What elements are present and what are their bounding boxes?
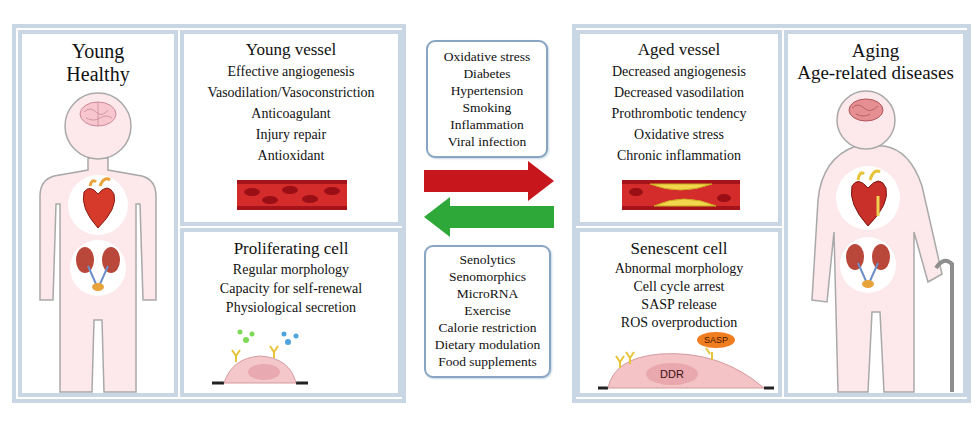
list-item: Age-related diseases (791, 62, 960, 84)
list-item: Capacity for self-renewal (187, 279, 395, 298)
list-item: Senolytics (429, 251, 546, 268)
box-heading: Aging (791, 40, 960, 62)
proliferating-cell (212, 330, 308, 384)
list-item: Viral infection (431, 133, 543, 150)
box-heading: Senescent cell (583, 238, 775, 260)
list-item: Oxidative stress (583, 124, 775, 145)
box-heading: Young Healthy (48, 40, 148, 86)
group-frame (574, 26, 969, 401)
side-panel: AgingAge-related diseases (784, 30, 967, 397)
list-item: ROS overproduction (583, 314, 775, 332)
list-item: Antioxidant (187, 145, 395, 166)
list-item: Hypertension (431, 82, 543, 99)
list-item: Cell cycle arrest (583, 278, 775, 296)
list-item: Prothrombotic tendency (583, 103, 775, 124)
list-item: Abnormal morphology (583, 260, 775, 278)
list-item: Injury repair (187, 124, 395, 145)
list-item: Chronic inflammation (583, 145, 775, 166)
list-item: Oxidative stress (431, 48, 543, 65)
list-item: Decreased angiogenesis (583, 61, 775, 82)
box-heading: Aged vessel (583, 39, 775, 61)
list-item: Vasodilation/Vasoconstriction (187, 82, 395, 103)
list-item: Calorie restriction (429, 319, 546, 336)
young-vessel (237, 180, 347, 210)
aged-vessel (622, 180, 740, 210)
list-item: SASP release (583, 296, 775, 314)
factor-box: Oxidative stressDiabetesHypertensionSmok… (426, 40, 548, 158)
aged-person (812, 91, 952, 392)
feature-box: Aged vesselDecreased angiogenesisDecreas… (576, 30, 782, 226)
list-item: Inflammation (431, 116, 543, 133)
list-item: Senomorphics (429, 268, 546, 285)
box-heading: Young vessel (187, 39, 395, 61)
intervention-box: SenolyticsSenomorphicsMicroRNAExerciseCa… (424, 245, 551, 378)
list-item: Diabetes (431, 65, 543, 82)
sasp-label: SASP (704, 335, 728, 345)
side-panel: Young Healthy (18, 30, 178, 397)
senescent-cell (598, 332, 774, 388)
flow-arrow (424, 170, 528, 192)
list-item: Dietary modulation (429, 336, 546, 353)
flow-arrow (450, 206, 554, 228)
box-heading: Proliferating cell (187, 238, 395, 260)
feature-box: Proliferating cellRegular morphologyCapa… (180, 228, 402, 397)
list-item: Decreased vasodilation (583, 82, 775, 103)
list-item: Regular morphology (187, 260, 395, 279)
list-item: Exercise (429, 302, 546, 319)
list-item: Physiological secretion (187, 298, 395, 317)
list-item: Effective angiogenesis (187, 61, 395, 82)
list-item: MicroRNA (429, 285, 546, 302)
list-item: Food supplements (429, 353, 546, 370)
dna-damage-label: DDR (660, 368, 684, 380)
group-frame (14, 26, 404, 401)
list-item: Anticoagulant (187, 103, 395, 124)
feature-box: Young vesselEffective angiogenesisVasodi… (180, 30, 402, 226)
young-person (40, 93, 156, 392)
list-item: Smoking (431, 99, 543, 116)
